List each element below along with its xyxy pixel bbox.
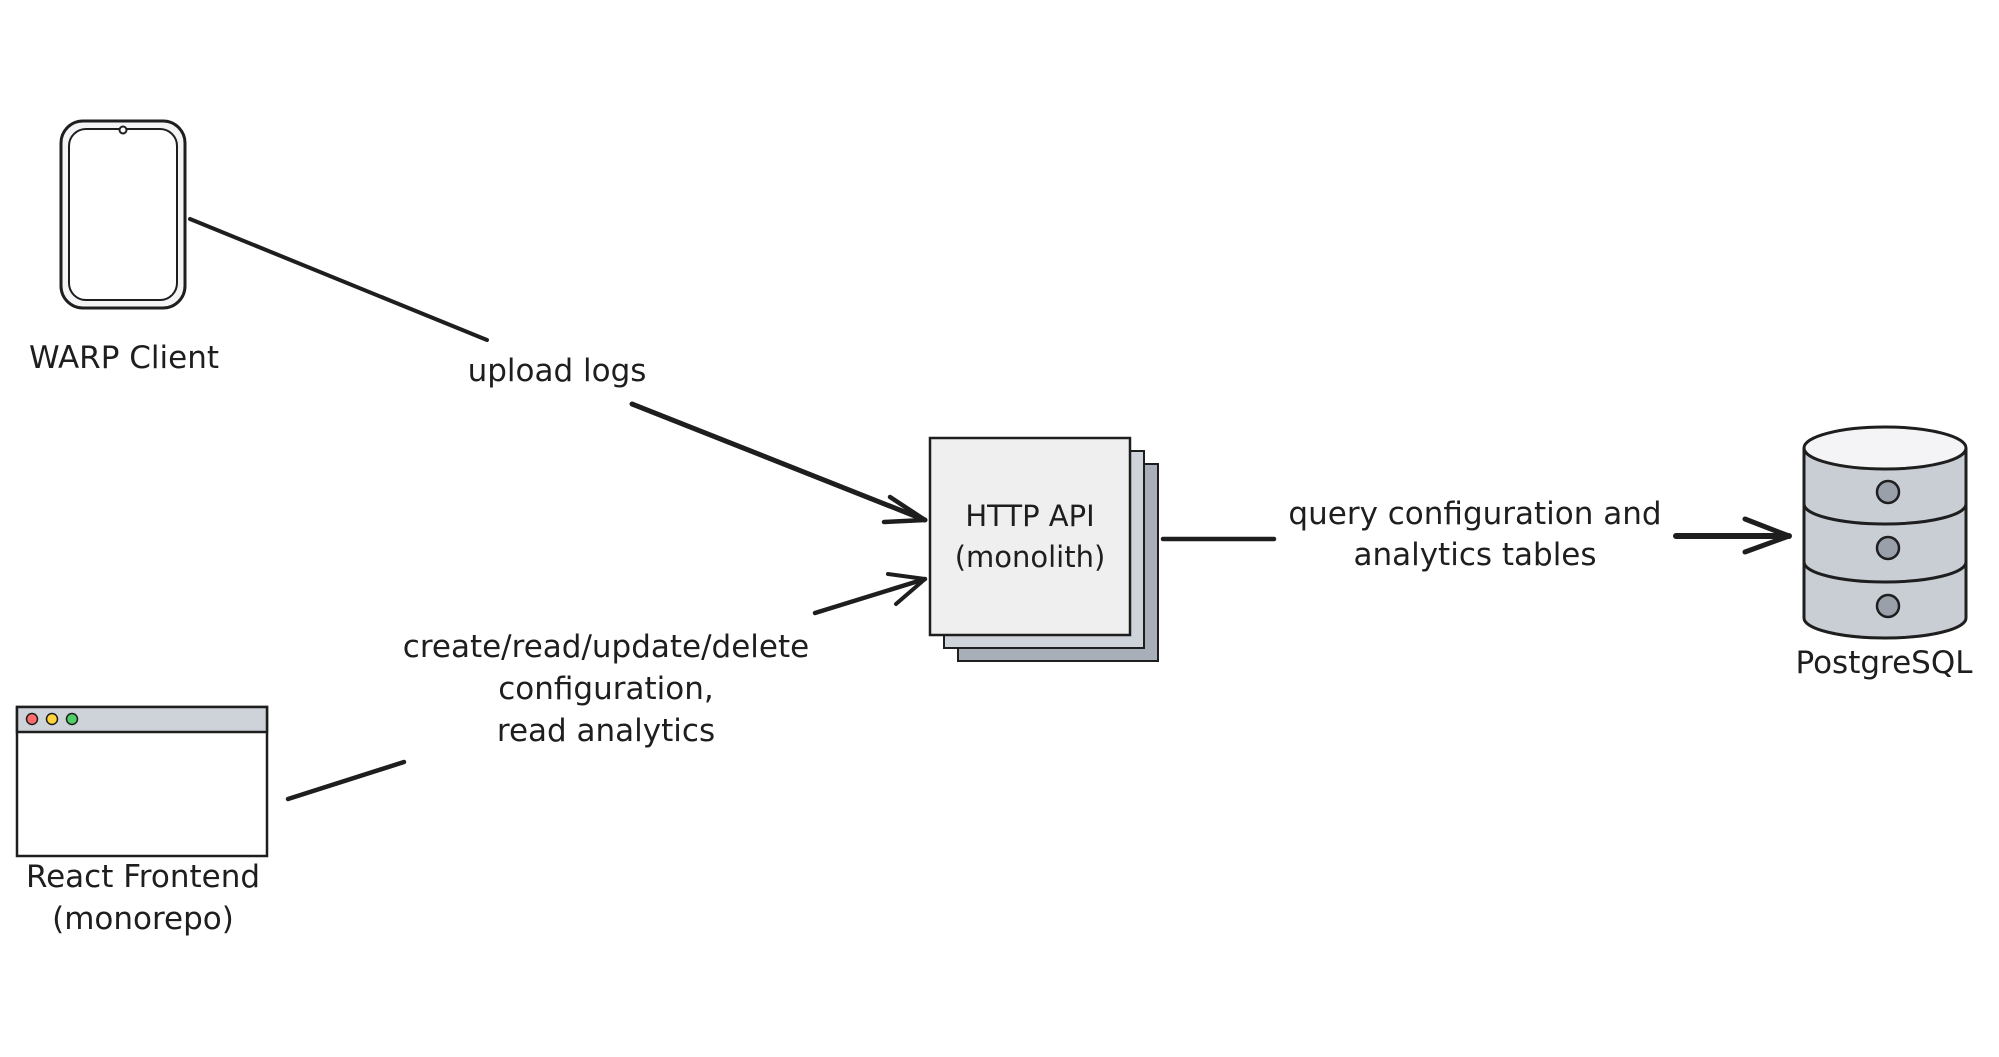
warp-client-label: WARP Client: [29, 340, 219, 376]
arrowhead-icon: [1742, 516, 1792, 555]
edge-crud-label-line3: read analytics: [497, 713, 715, 749]
http-api-label-line2: (monolith): [955, 540, 1106, 574]
edge-crud-configuration[interactable]: create/read/update/delete configuration,…: [285, 572, 928, 802]
edge-upload-logs-label: upload logs: [468, 353, 647, 389]
edge-upload-logs-line-a: [188, 217, 489, 342]
browser-window-icon: [15, 705, 269, 858]
edge-crud-line-a: [285, 759, 407, 802]
react-frontend-label-line2: (monorepo): [52, 901, 234, 937]
edge-query-label-line1: query configuration and: [1288, 496, 1661, 532]
http-api-label-line1: HTTP API: [965, 499, 1094, 533]
react-frontend-node[interactable]: React Frontend (monorepo): [15, 705, 269, 937]
postgresql-label: PostgreSQL: [1795, 645, 1973, 681]
edge-query-tables[interactable]: query configuration and analytics tables: [1160, 496, 1792, 573]
edge-upload-logs-line-b: [629, 401, 928, 523]
edge-upload-logs[interactable]: upload logs: [188, 217, 928, 525]
stacked-pages-icon: [928, 436, 1159, 662]
database-icon: [1802, 425, 1968, 640]
http-api-node[interactable]: HTTP API (monolith): [928, 436, 1159, 662]
warp-client-node[interactable]: WARP Client: [29, 119, 219, 376]
react-frontend-label-line1: React Frontend: [26, 859, 260, 895]
arrowhead-icon: [886, 572, 927, 606]
postgresql-node[interactable]: PostgreSQL: [1795, 425, 1973, 681]
edge-crud-label-line1: create/read/update/delete: [403, 629, 809, 665]
edge-crud-line-b: [812, 576, 928, 616]
arrowhead-icon: [881, 494, 928, 525]
edge-crud-label-line2: configuration,: [498, 671, 714, 707]
edge-query-label-line2: analytics tables: [1353, 537, 1596, 573]
phone-icon: [59, 119, 187, 310]
